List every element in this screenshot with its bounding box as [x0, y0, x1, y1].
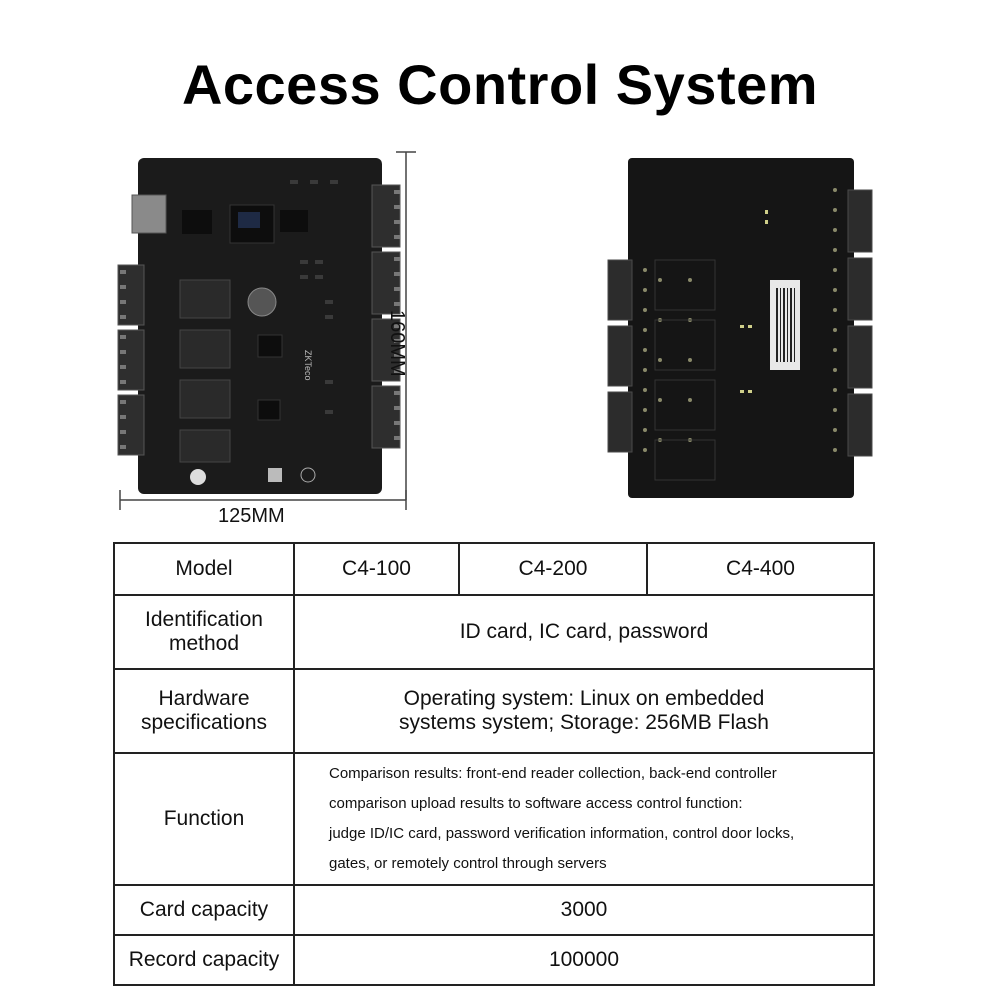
spec-table: Model C4-100 C4-200 C4-400 Identificatio… [113, 542, 875, 986]
row-value-record-capacity: 100000 [293, 934, 875, 986]
back-board-photo [607, 158, 873, 498]
model-c4-100: C4-100 [293, 542, 460, 596]
table-header-row: Model C4-100 C4-200 C4-400 [113, 542, 875, 596]
table-row: Identification method ID card, IC card, … [113, 594, 875, 670]
height-dimension-label: 160MM [386, 310, 408, 377]
front-board-photo: ZKTeco [117, 151, 416, 510]
model-c4-200: C4-200 [458, 542, 648, 596]
board-marking: ZKTeco [303, 350, 313, 381]
row-label-record-capacity: Record capacity [113, 934, 295, 986]
row-label-card-capacity: Card capacity [113, 884, 295, 936]
row-value-card-capacity: 3000 [293, 884, 875, 936]
row-label-function: Function [113, 752, 295, 886]
table-row: Hardware specifications Operating system… [113, 668, 875, 754]
table-row: Record capacity 100000 [113, 934, 875, 986]
model-header: Model [113, 542, 295, 596]
row-label-identification: Identification method [113, 594, 295, 670]
table-row: Card capacity 3000 [113, 884, 875, 936]
table-row: Function Comparison results: front-end r… [113, 752, 875, 886]
row-value-function: Comparison results: front-end reader col… [293, 752, 875, 886]
row-label-hardware: Hardware specifications [113, 668, 295, 754]
page-title: Access Control System [181, 53, 819, 116]
width-dimension-label: 125MM [218, 505, 285, 527]
row-value-identification: ID card, IC card, password [293, 594, 875, 670]
row-value-hardware: Operating system: Linux on embedded syst… [293, 668, 875, 754]
model-c4-400: C4-400 [646, 542, 875, 596]
